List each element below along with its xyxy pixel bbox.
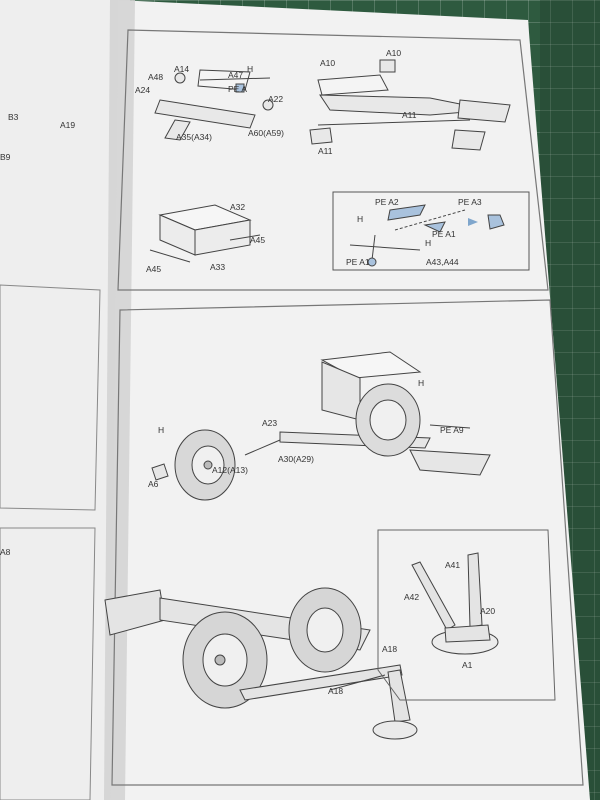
label-a24: A24 (135, 85, 150, 95)
label-a41: A41 (445, 560, 460, 570)
left-label-a8: A8 (0, 547, 11, 557)
step1-h-tag: H (247, 64, 253, 74)
label-pe-a1-right: PE A1 (432, 229, 456, 239)
label-pe-a1-left: PE A1 (346, 257, 370, 267)
label-a12-a13: A12(A13) (212, 465, 248, 475)
photo-etch-drawing (349, 204, 505, 267)
step3-drawing (149, 204, 261, 263)
label-a23: A23 (262, 418, 277, 428)
step4-h-tag-1: H (158, 425, 164, 435)
label-a11-mid: A11 (402, 110, 417, 120)
upper-panel (117, 29, 549, 291)
label-pe-a3: PE A3 (458, 197, 482, 207)
left-label-b3: B3 (8, 112, 19, 122)
label-a47: A47 (228, 70, 243, 80)
label-pe-a2: PE A2 (375, 197, 399, 207)
label-pe-a9: PE A9 (440, 425, 464, 435)
label-a42: A42 (404, 592, 419, 602)
label-a45-right: A45 (250, 235, 265, 245)
left-page (0, 0, 130, 800)
label-a22: A22 (268, 94, 283, 104)
label-a18-lower: A18 (328, 686, 343, 696)
label-a35-a34: A35(A34) (176, 132, 212, 142)
label-a10-left: A10 (320, 58, 335, 68)
label-a30-a29: A30(A29) (278, 454, 314, 464)
left-label-a19: A19 (60, 120, 75, 130)
label-a14: A14 (174, 64, 189, 74)
label-a45-left: A45 (146, 264, 161, 274)
step5-inset-drawing (411, 552, 499, 655)
photo-etch-inset (332, 191, 530, 271)
step4-drawing (151, 351, 491, 501)
step1-drawing (154, 69, 274, 141)
label-a43-a44: A43,A44 (426, 257, 459, 267)
pe-h-tag-1: H (357, 214, 363, 224)
label-a20: A20 (480, 606, 495, 616)
label-a6: A6 (148, 479, 159, 489)
label-a33: A33 (210, 262, 225, 272)
step5-drawing (104, 587, 418, 740)
label-pe-a: PE A (228, 84, 247, 94)
step5-inset (377, 529, 556, 701)
pe-h-tag-2: H (425, 238, 431, 248)
label-a32: A32 (230, 202, 245, 212)
label-a10-right: A10 (386, 48, 401, 58)
label-a60-a59: A60(A59) (248, 128, 284, 138)
label-a1: A1 (462, 660, 473, 670)
left-label-b9: B9 (0, 152, 11, 162)
label-a18-upper: A18 (382, 644, 397, 654)
step4-h-tag-2: H (418, 378, 424, 388)
label-a11-bottom: A11 (318, 146, 333, 156)
label-a48: A48 (148, 72, 163, 82)
step2-drawing (309, 59, 511, 151)
